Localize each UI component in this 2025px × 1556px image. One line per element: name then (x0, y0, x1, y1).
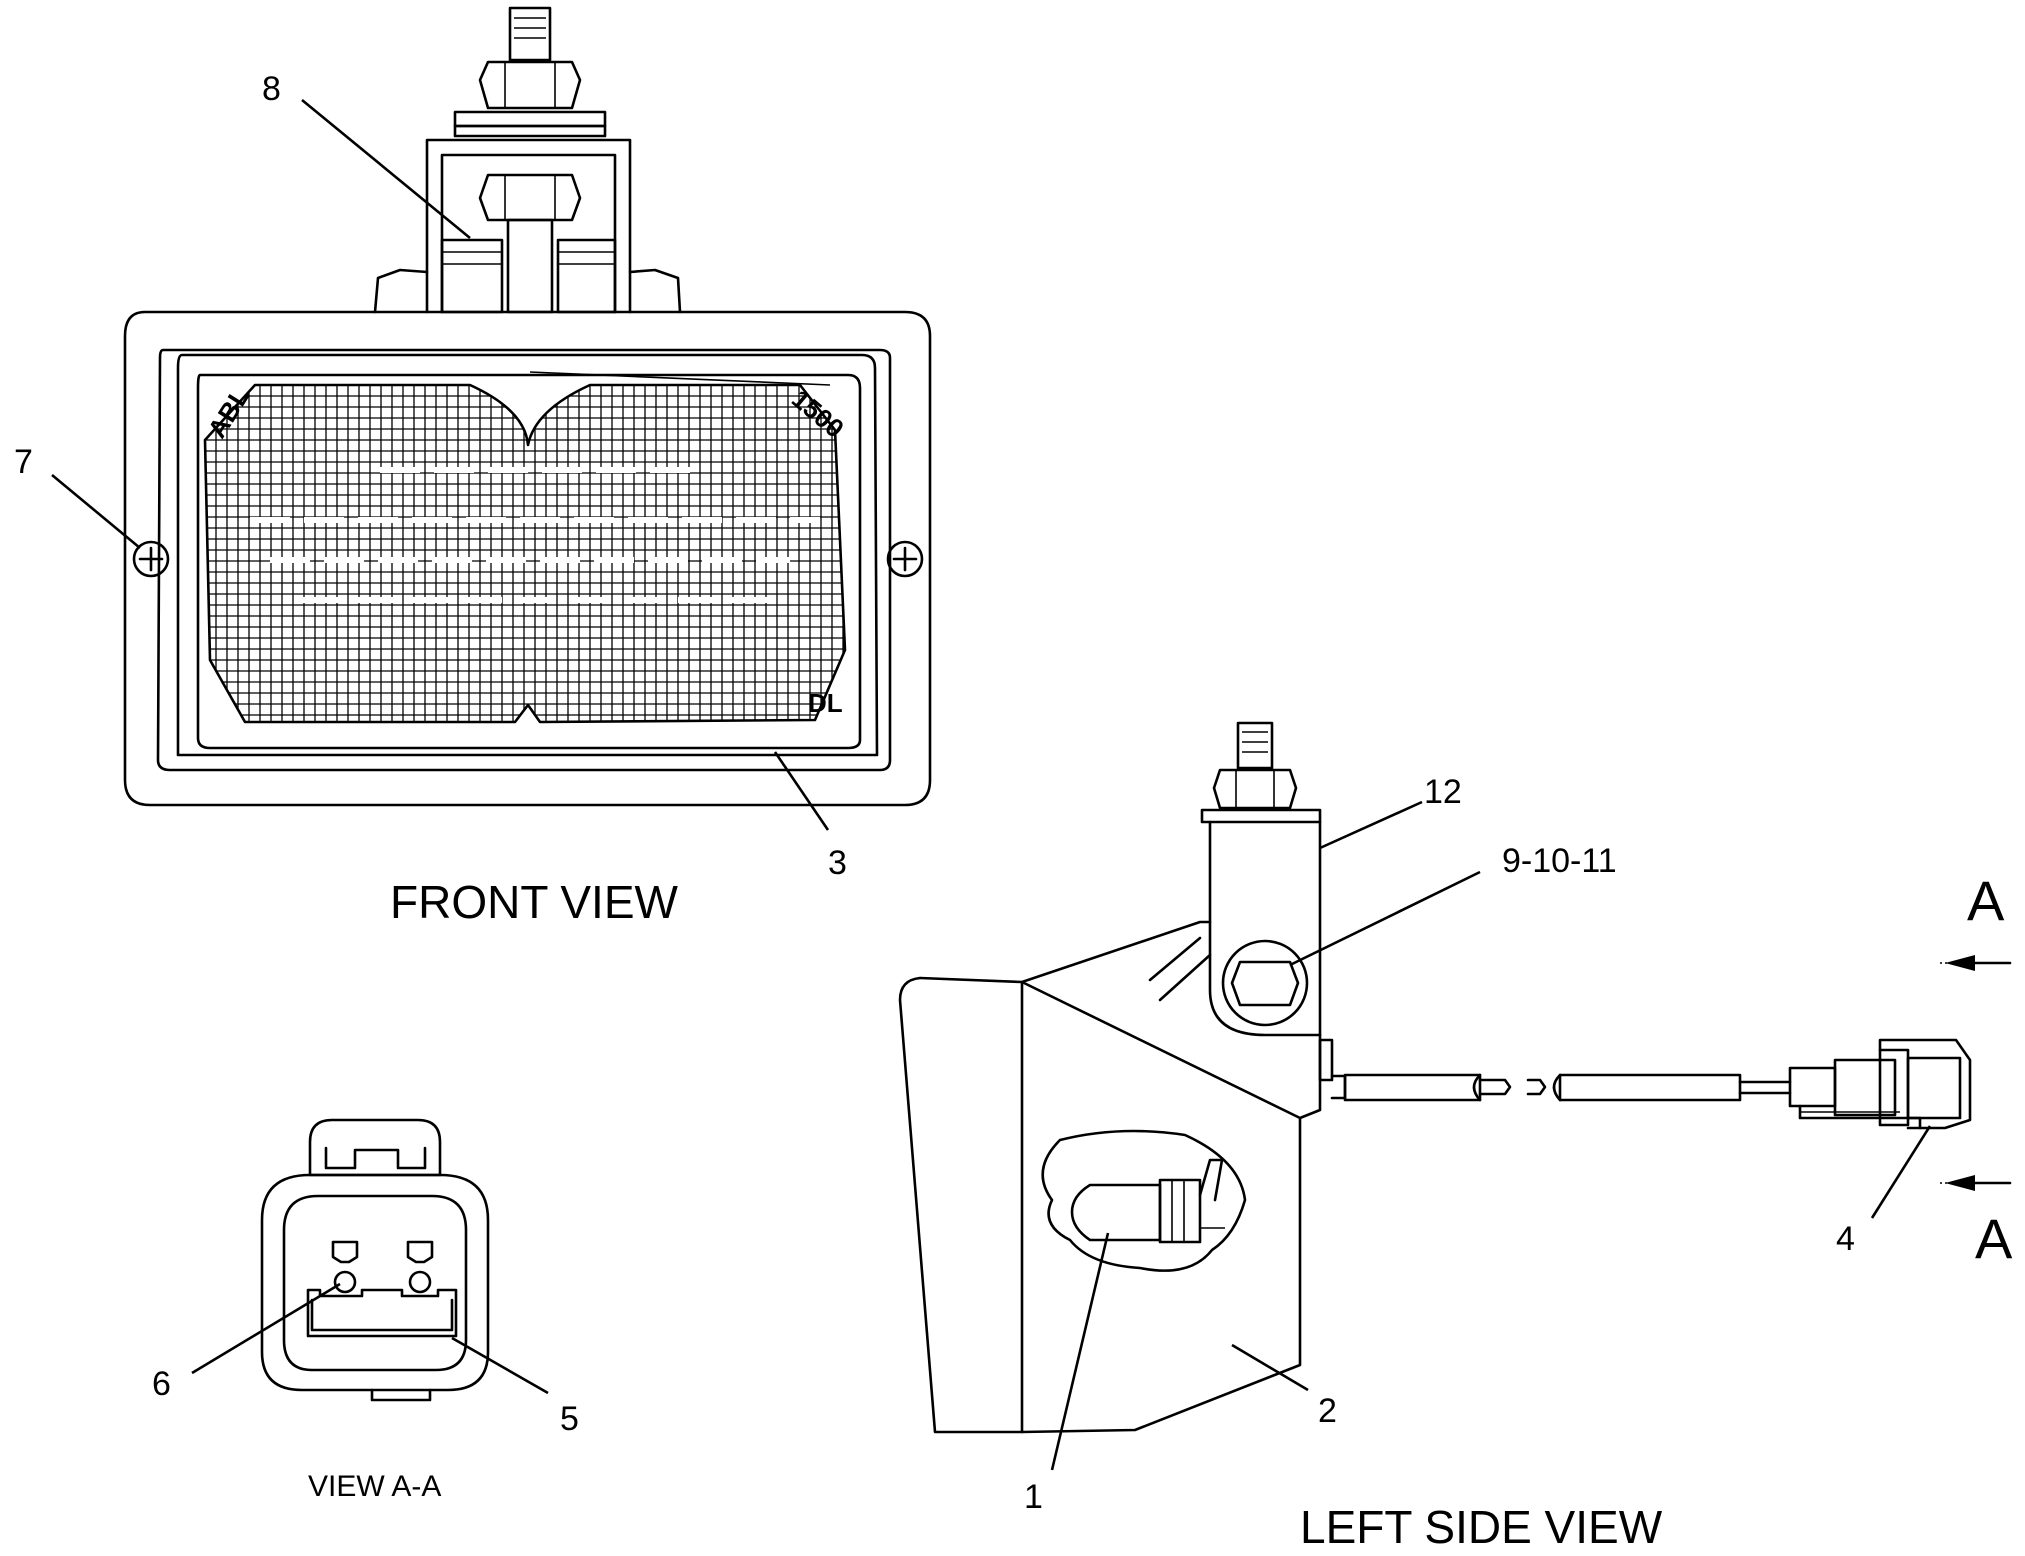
callout-5: 5 (560, 1400, 579, 1438)
callout-6: 6 (152, 1365, 171, 1403)
callout-2: 2 (1318, 1392, 1337, 1430)
left-side-view-lamp (898, 721, 1972, 1434)
mounting-bracket (373, 138, 682, 314)
callout-1: 1 (1024, 1478, 1043, 1516)
lamp-housing (123, 310, 932, 807)
lens-code-mark: DL (808, 688, 843, 718)
front-view-title: FRONT VIEW (390, 876, 679, 928)
callout-7: 7 (14, 443, 33, 481)
lens-screw-right (886, 540, 924, 578)
connector-end-view (260, 1118, 490, 1402)
front-view-lamp: ABL 1500 DL (123, 6, 932, 807)
side-lamp-housing (1020, 920, 1212, 984)
harness-wire (1330, 1074, 1347, 1100)
left-side-view-title: LEFT SIDE VIEW (1300, 1501, 1663, 1553)
harness-connector (1788, 1038, 1972, 1130)
section-marker-top (1940, 955, 2012, 971)
mounting-stud (453, 6, 607, 138)
callout-12: 12 (1424, 773, 1462, 811)
section-marker-bottom (1940, 1175, 2012, 1191)
section-label-top: A (1967, 869, 2005, 932)
callout-8: 8 (262, 70, 281, 108)
callout-3: 3 (828, 844, 847, 882)
bulb-cutaway (1041, 1129, 1247, 1272)
section-label-bottom: A (1975, 1207, 2013, 1270)
lens-screw-left (132, 540, 170, 578)
lens-model-mark: 1500 (786, 384, 850, 444)
callout-4: 4 (1836, 1220, 1855, 1258)
bulb (1070, 1183, 1162, 1242)
callout-9-10-11: 9-10-11 (1502, 842, 1617, 880)
lens-grid (205, 385, 845, 722)
section-view-title: VIEW A-A (308, 1470, 441, 1503)
